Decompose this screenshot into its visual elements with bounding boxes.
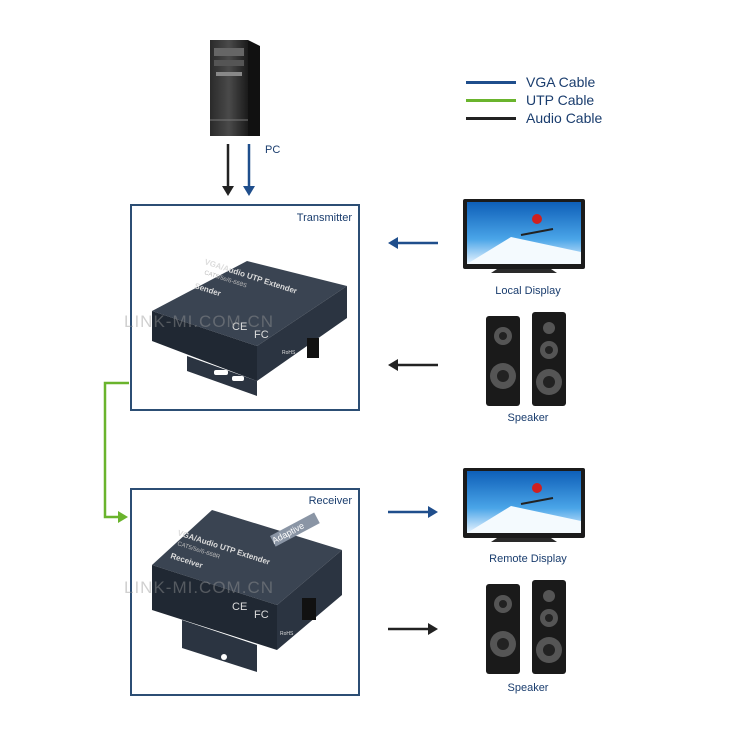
utp-line-swatch <box>466 98 516 102</box>
remote-display-arrow <box>388 506 438 518</box>
local-display-arrow <box>388 237 438 249</box>
legend-audio: Audio Cable <box>466 110 602 126</box>
utp-cable-arrow <box>103 381 129 523</box>
pc-tower-icon <box>210 40 260 136</box>
ce-mark: CE <box>232 321 247 333</box>
receiver-device-icon: Adaptive VGA/Audio UTP Extender CAT5/5e/… <box>152 510 342 672</box>
speaker-top-icon <box>486 312 566 406</box>
speaker-top-arrow <box>388 359 438 371</box>
sender-device-icon: VGA/Audio UTP Extender CAT5/5e/6-668S Se… <box>152 257 347 396</box>
remote-display-icon <box>463 468 585 542</box>
transmitter-box: Transmitter VGA/Audio UTP Extender CAT5/… <box>130 204 360 411</box>
remote-display-label: Remote Display <box>489 553 567 565</box>
transmitter-title: Transmitter <box>296 212 352 224</box>
audio-line-swatch <box>466 116 516 120</box>
legend-utp: UTP Cable <box>466 92 594 108</box>
ce-mark-rx: CE <box>232 601 247 613</box>
pc-label: PC <box>265 144 281 156</box>
local-display-label: Local Display <box>495 285 561 297</box>
speaker-top-label: Speaker <box>507 412 549 424</box>
watermark-top: LINK-MI.COM.CN <box>124 312 274 331</box>
legend-audio-label: Audio Cable <box>526 110 603 126</box>
receiver-box: Receiver Adaptive VGA/Audio UTP Extender… <box>130 488 360 696</box>
speaker-bottom-arrow <box>388 623 438 635</box>
pc-cable-arrows <box>222 144 255 196</box>
rohs-mark: RoHS <box>282 350 296 356</box>
legend-vga-label: VGA Cable <box>526 74 596 90</box>
rohs-mark-rx: RoHS <box>280 631 294 637</box>
fc-mark-rx: FC <box>254 609 269 621</box>
watermark-bottom: LINK-MI.COM.CN <box>124 578 274 597</box>
legend-utp-label: UTP Cable <box>526 92 595 108</box>
local-display-icon <box>463 199 585 273</box>
fc-mark: FC <box>254 329 269 341</box>
legend-vga: VGA Cable <box>466 74 595 90</box>
receiver-title: Receiver <box>308 495 352 507</box>
speaker-bottom-label: Speaker <box>507 682 549 694</box>
speaker-bottom-icon <box>486 580 566 674</box>
vga-line-swatch <box>466 80 516 84</box>
